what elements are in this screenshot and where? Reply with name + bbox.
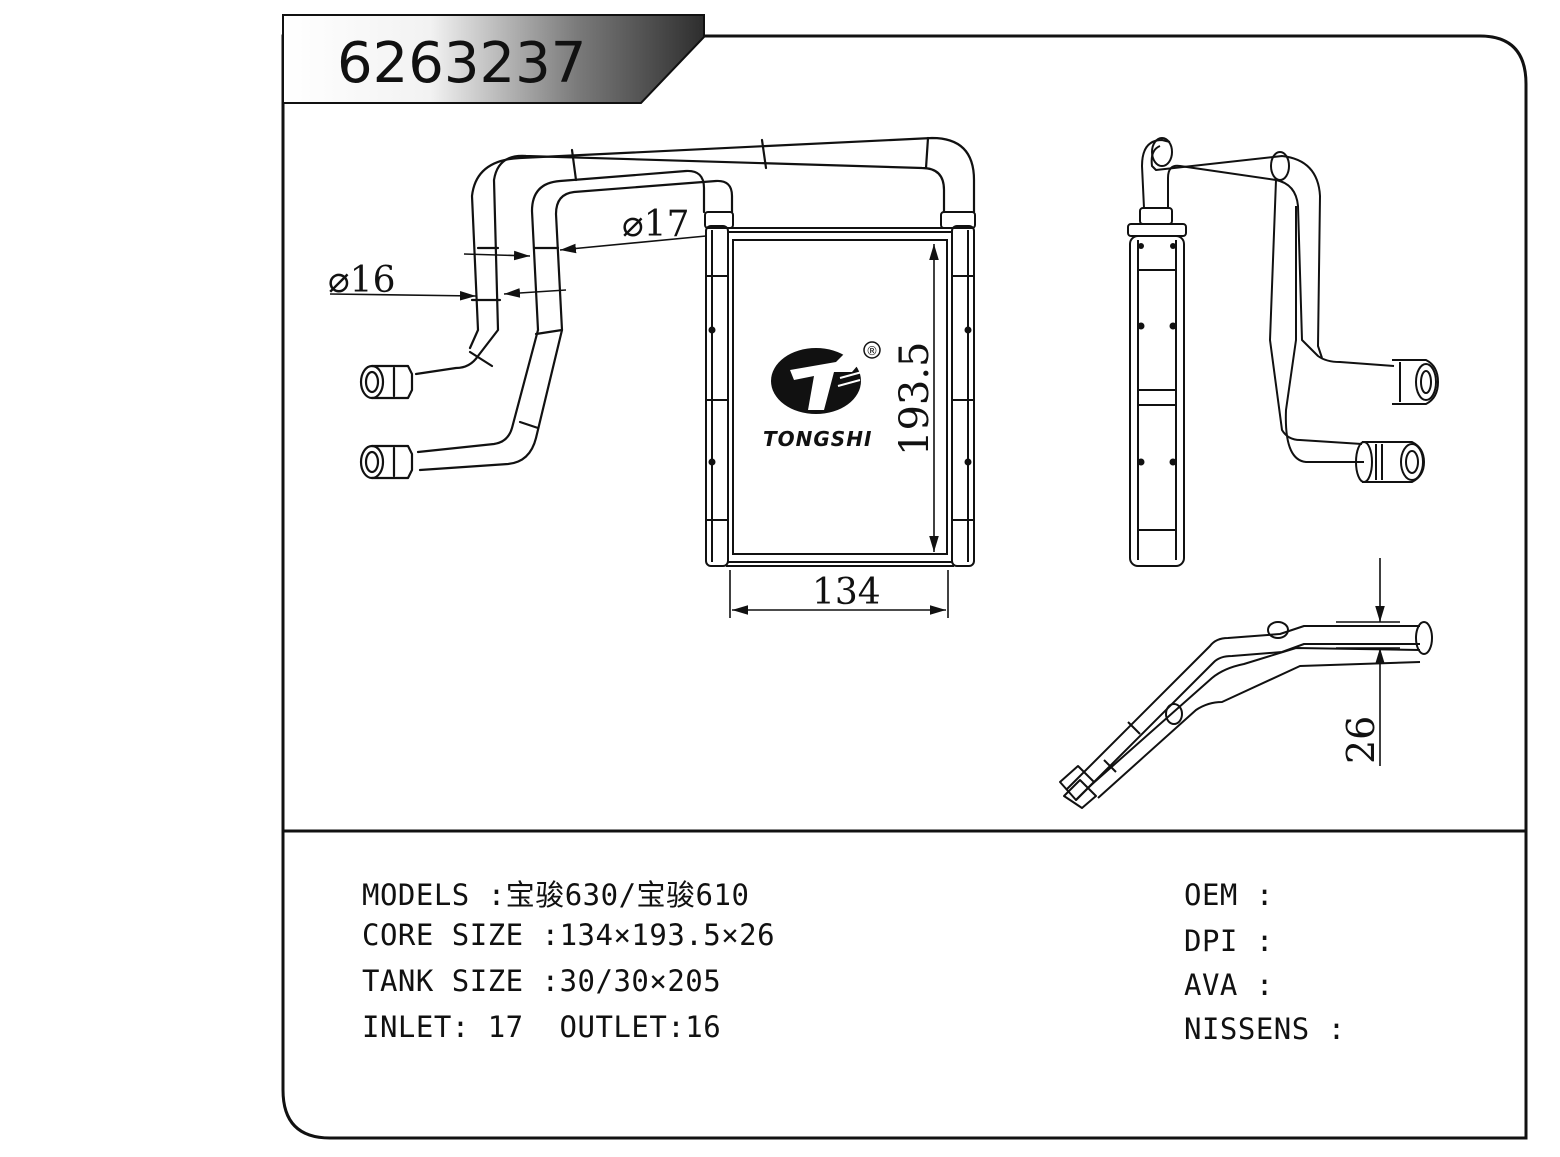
depth-dimension-lines [1336,558,1400,766]
core-size-label: CORE SIZE [362,918,524,952]
inlet-outlet-label: INLET: 17 OUTLET:16 [362,1010,722,1044]
models-value: :宝骏630/宝骏610 [487,878,750,912]
top-view [1059,621,1433,809]
depth-dimension: 26 [1339,716,1383,764]
tongshi-logo: TONGSHI ® [763,341,881,451]
side-view [1127,137,1439,567]
part-number-tab: 6263237 [282,14,705,104]
reference-oem: OEM : [1184,878,1274,912]
core-fins [727,231,953,563]
models-label: MODELS [362,878,470,912]
registered-mark: ® [866,344,878,358]
inlet-diameter-label: ⌀17 [622,204,689,245]
tank-size-row: TANK SIZE :30/30×205 [362,964,721,998]
models-row: MODELS :宝骏630/宝骏610 [362,872,749,914]
tank-size-label: TANK SIZE [362,964,524,998]
width-dimension: 134 [812,572,881,613]
part-number: 6263237 [337,31,586,96]
core-size-value: :134×193.5×26 [541,918,776,952]
core-size-row: CORE SIZE :134×193.5×26 [362,918,775,952]
front-view-pipes [359,136,976,480]
tank-segment-marks [706,275,974,521]
outer-frame [281,34,1528,1140]
outlet-diameter-label: ⌀16 [328,260,395,301]
dimension-lines [329,235,949,618]
brand-name: TONGSHI [763,427,872,451]
front-view [704,211,976,567]
reference-ava: AVA : [1184,968,1274,1002]
height-dimension: 193.5 [892,341,938,456]
reference-dpi: DPI : [1184,924,1274,958]
tank-size-value: :30/30×205 [541,964,722,998]
inlet-outlet-row: INLET: 17 OUTLET:16 [362,1010,721,1044]
reference-nissens: NISSENS : [1184,1012,1346,1046]
